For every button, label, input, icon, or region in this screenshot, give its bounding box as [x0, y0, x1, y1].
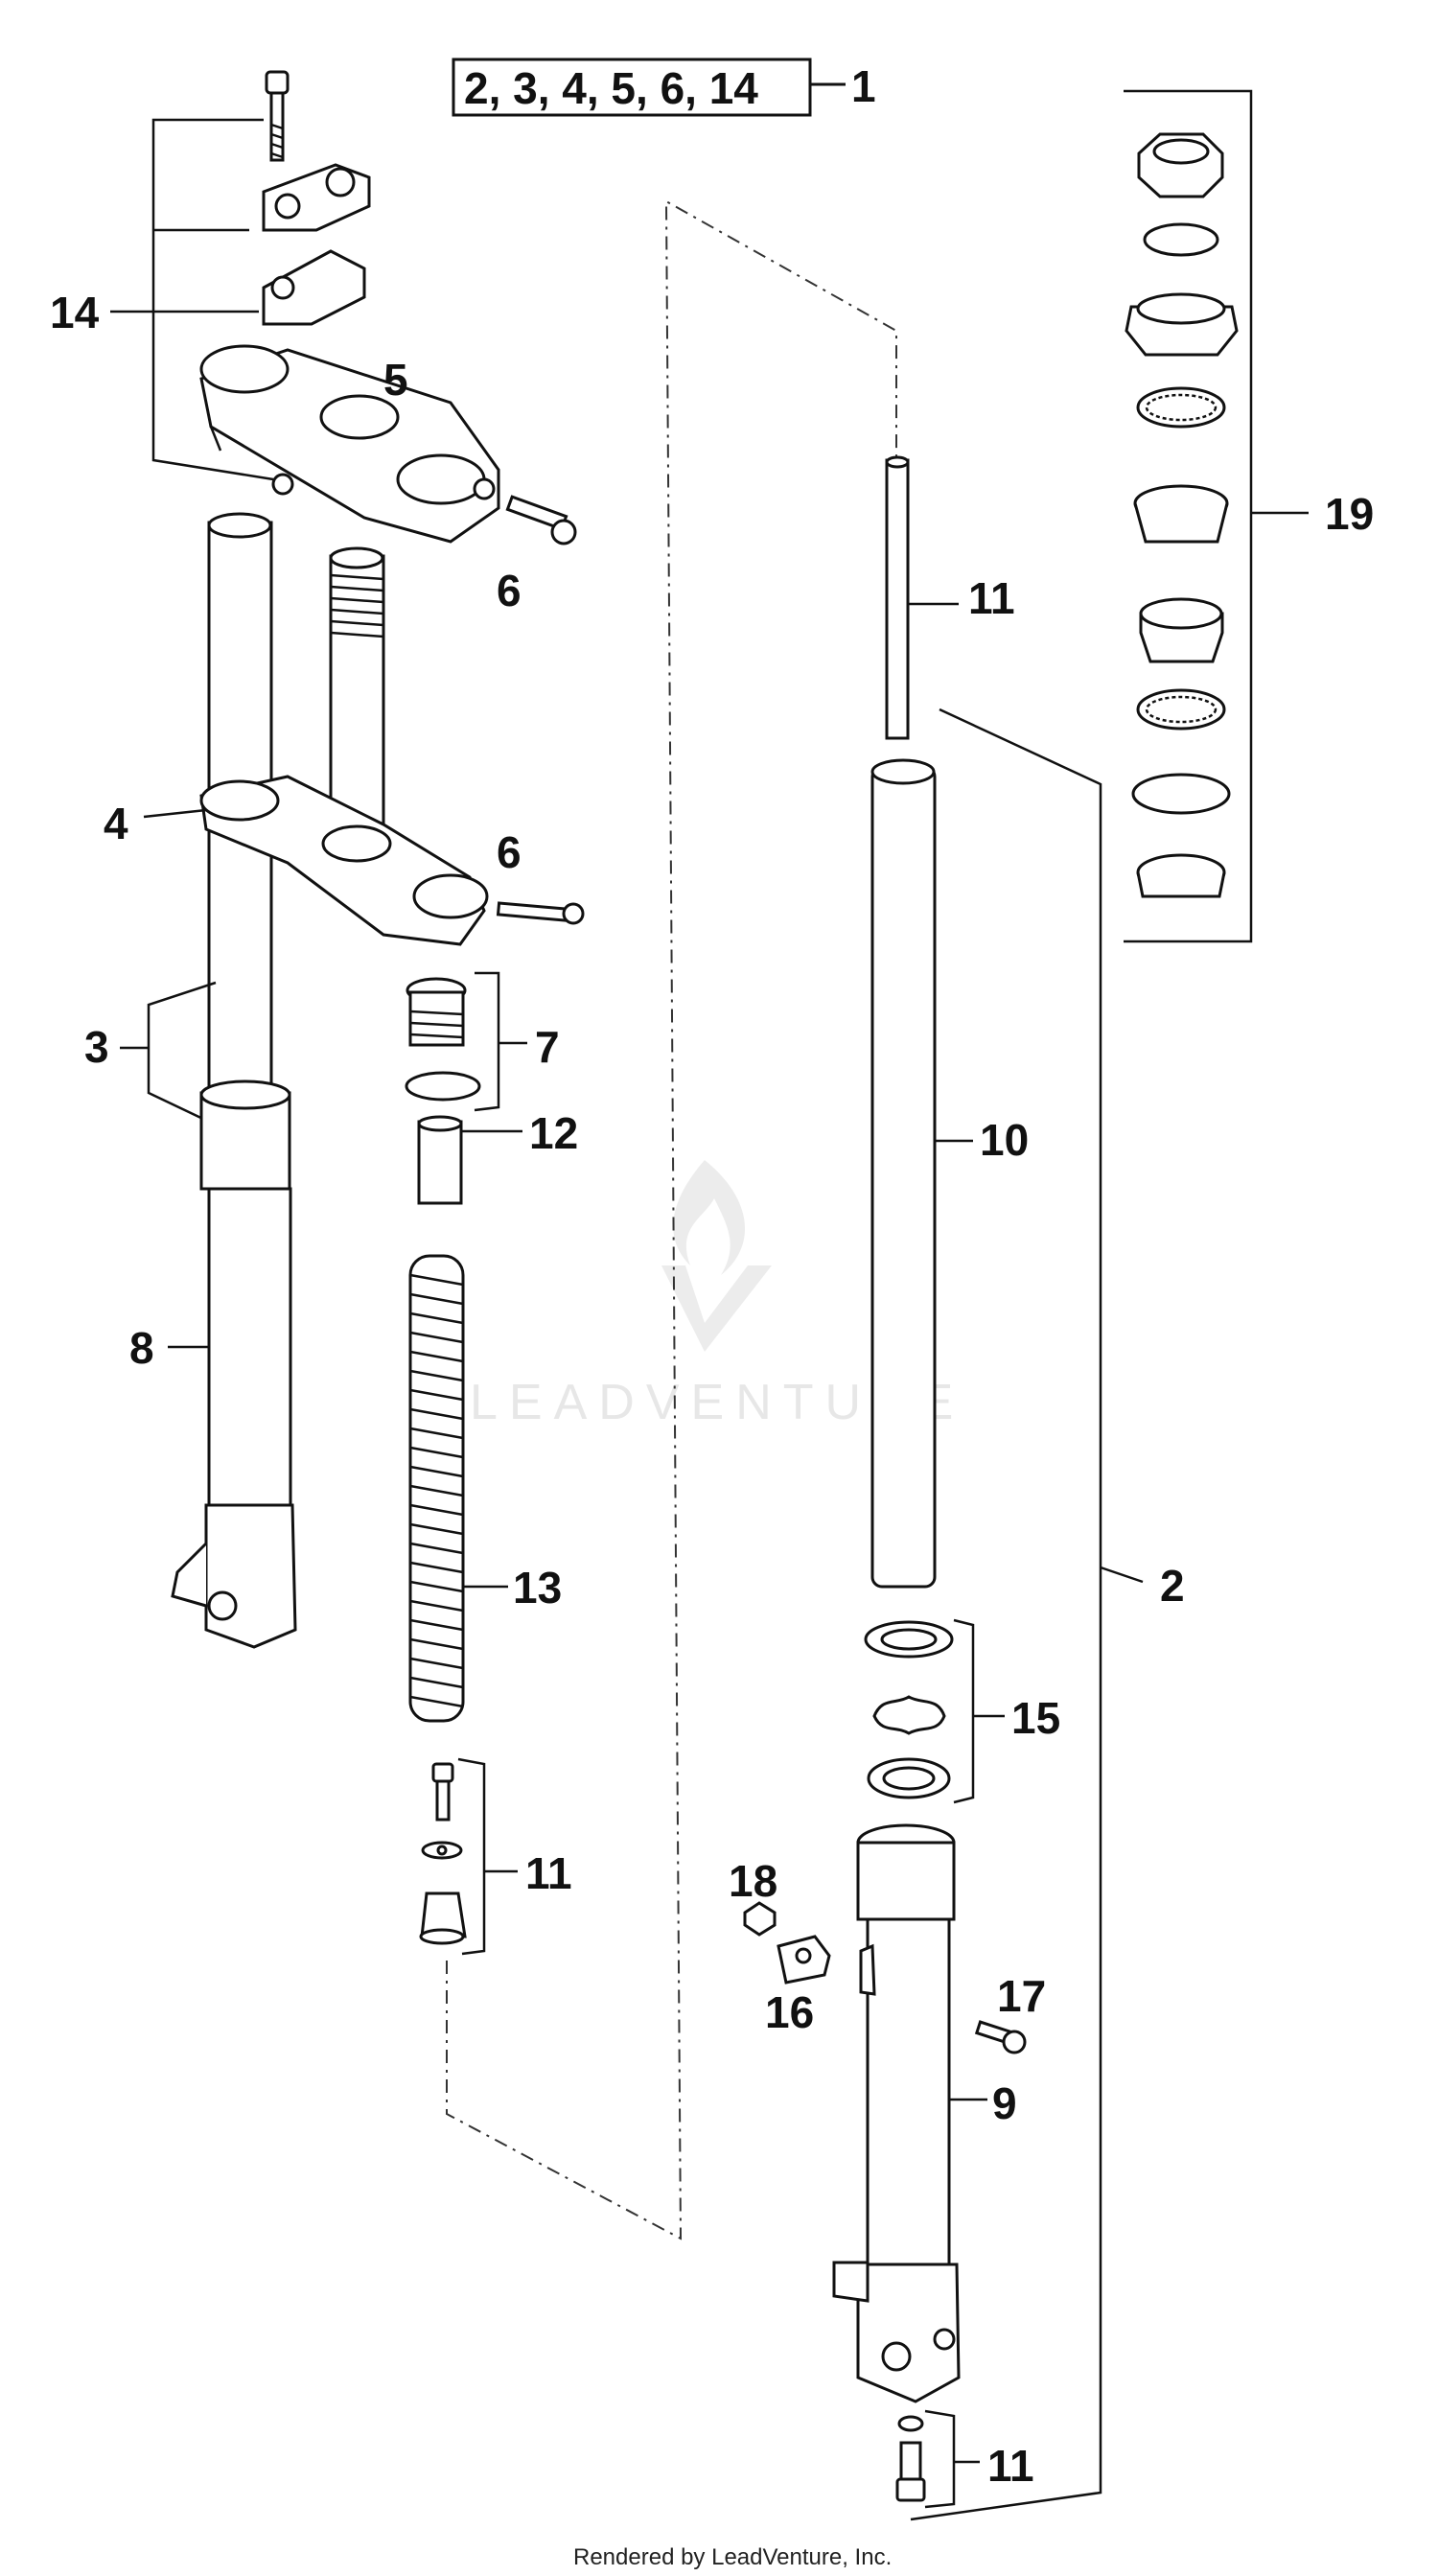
bracket-7	[474, 971, 527, 1112]
inner-fork-tube	[870, 758, 937, 1589]
callout-17: 17	[997, 1971, 1046, 2021]
bracket-15	[953, 1618, 1005, 1804]
callout-10: 10	[980, 1115, 1029, 1165]
fork-seal-set	[864, 1620, 954, 1799]
nut-small	[271, 473, 294, 496]
fork-spring	[408, 1254, 465, 1723]
bracket-19	[1124, 89, 1309, 943]
fork-cap	[405, 977, 481, 1102]
leader-line	[143, 808, 207, 819]
pinch-bolt-upper	[505, 495, 577, 545]
callout-1: 1	[851, 61, 876, 111]
bearing-cup-upper	[1125, 292, 1239, 357]
watermark-v-icon	[661, 1265, 772, 1352]
bracket-2	[910, 708, 1144, 2521]
callout-8: 8	[129, 1323, 154, 1373]
bearing-cup-lower	[1136, 853, 1226, 898]
callout-6-lower: 6	[497, 827, 522, 877]
bearing-race-lower	[1139, 597, 1224, 663]
callout-7: 7	[535, 1022, 560, 1072]
bracket-14: 14	[50, 118, 274, 481]
nut-18	[743, 1901, 777, 1937]
header-callout: 2, 3, 4, 5, 6, 14 1	[452, 58, 876, 117]
callout-13: 13	[513, 1563, 562, 1613]
clamp-bolt	[265, 70, 290, 162]
callout-3: 3	[84, 1022, 109, 1072]
callout-18: 18	[729, 1856, 777, 1906]
header-box	[452, 58, 812, 117]
seal-ring	[1131, 773, 1231, 815]
watermark-flame-icon	[673, 1160, 746, 1275]
ball-bearing-upper	[1136, 386, 1226, 429]
bolt-17	[974, 2020, 1027, 2054]
pinch-bolt-lower	[496, 901, 585, 925]
bracket-11-bottom	[924, 2409, 980, 2509]
spacer-tube	[417, 1115, 463, 1205]
callout-5: 5	[383, 355, 408, 405]
callout-11-rod: 11	[968, 573, 1015, 623]
assembly-path	[446, 199, 897, 2240]
callout-16: 16	[765, 1987, 814, 2037]
damper-rod	[885, 455, 910, 740]
damper-parts-left	[419, 1762, 467, 1945]
callout-15: 15	[1011, 1693, 1060, 1743]
callout-4: 4	[104, 799, 128, 848]
ball-bearing-lower	[1136, 688, 1226, 731]
steering-stem	[329, 546, 385, 836]
header-box-text: 2, 3, 4, 5, 6, 14	[464, 63, 758, 113]
callout-14: 14	[50, 288, 100, 337]
bracket-11-left	[457, 1757, 518, 1956]
bearing-race-upper	[1133, 484, 1229, 544]
lower-fork-slider	[832, 1823, 961, 2403]
callout-12: 12	[529, 1108, 578, 1158]
callout-2: 2	[1160, 1561, 1185, 1611]
callout-9: 9	[992, 2078, 1017, 2128]
bottom-triple-clamp	[199, 775, 489, 946]
damper-bolt-bottom	[895, 2415, 926, 2502]
handlebar-clamp-upper	[262, 163, 371, 232]
washer-ring	[1143, 222, 1219, 257]
steering-nut	[1137, 132, 1224, 198]
callout-11-bottom: 11	[987, 2441, 1034, 2491]
cable-clip-16	[777, 1935, 831, 1984]
callout-19: 19	[1325, 489, 1374, 539]
callout-11-left: 11	[525, 1848, 572, 1898]
outer-fork-leg	[171, 1079, 297, 1649]
bracket-3	[120, 981, 217, 1124]
footer-credit: Rendered by LeadVenture, Inc.	[573, 2544, 892, 2570]
callout-6-upper: 6	[497, 566, 522, 615]
top-triple-clamp	[199, 344, 500, 544]
handlebar-clamp-lower	[262, 249, 366, 326]
